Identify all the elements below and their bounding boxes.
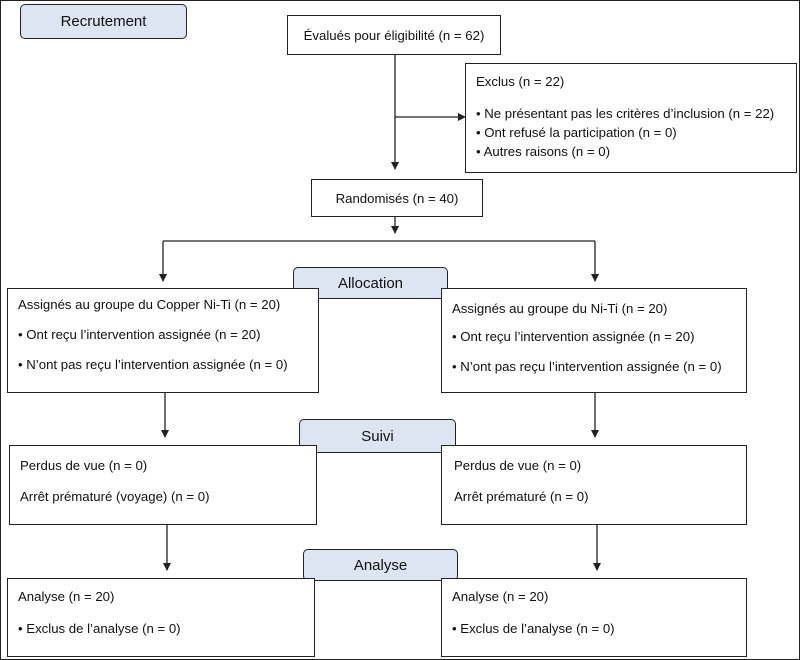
followup-lost: Perdus de vue (n = 0) (20, 458, 148, 473)
stage-allocation-label: Allocation (337, 274, 404, 292)
allocation-not-received: • N’ont pas reçu l’intervention assignée… (452, 359, 722, 374)
followup-box-right: Perdus de vue (n = 0) Arrêt prématuré (n… (441, 445, 747, 525)
randomized-text: Randomisés (n = 40) (335, 190, 459, 206)
followup-box-left: Perdus de vue (n = 0) Arrêt prématuré (v… (9, 445, 317, 525)
excluded-title: Exclus (n = 22) (476, 74, 565, 89)
excluded-box: Exclus (n = 22) • Ne présentant pas les … (465, 63, 797, 173)
analysis-excluded: • Exclus de l’analyse (n = 0) (452, 621, 615, 636)
analysis-box-right: Analyse (n = 20) • Exclus de l’analyse (… (441, 578, 747, 657)
stage-follow-up: Suivi (299, 419, 456, 453)
assessed-box: Évalués pour éligibilité (n = 62) (287, 15, 501, 55)
allocation-box-right: Assignés au groupe du Ni-Ti (n = 20) • O… (441, 288, 747, 393)
excluded-item: • Ont refusé la participation (n = 0) (476, 125, 677, 140)
excluded-item: • Autres raisons (n = 0) (476, 144, 610, 159)
stage-analysis-label: Analyse (353, 556, 408, 574)
followup-discontinued: Arrêt prématuré (voyage) (n = 0) (20, 489, 210, 504)
stage-recruitment: Recrutement (20, 4, 187, 39)
analysis-count: Analyse (n = 20) (18, 589, 115, 604)
analysis-count: Analyse (n = 20) (452, 589, 549, 604)
stage-recruitment-label: Recrutement (60, 13, 147, 30)
randomized-box: Randomisés (n = 40) (311, 179, 483, 217)
allocation-title: Assignés au groupe du Copper Ni-Ti (n = … (18, 297, 281, 312)
stage-follow-up-label: Suivi (361, 427, 394, 445)
allocation-received: • Ont reçu l’intervention assignée (n = … (18, 327, 261, 342)
allocation-not-received: • N’ont pas reçu l’intervention assignée… (18, 357, 288, 372)
excluded-item: • Ne présentant pas les critères d’inclu… (476, 106, 775, 121)
analysis-excluded: • Exclus de l’analyse (n = 0) (18, 621, 181, 636)
followup-discontinued: Arrêt prématuré (n = 0) (454, 489, 589, 504)
allocation-box-left: Assignés au groupe du Copper Ni-Ti (n = … (7, 288, 319, 393)
assessed-text: Évalués pour éligibilité (n = 62) (303, 27, 485, 43)
allocation-title: Assignés au groupe du Ni-Ti (n = 20) (452, 301, 668, 316)
followup-lost: Perdus de vue (n = 0) (454, 458, 582, 473)
stage-allocation: Allocation (293, 267, 448, 299)
allocation-received: • Ont reçu l’intervention assignée (n = … (452, 329, 695, 344)
stage-analysis: Analyse (303, 549, 458, 581)
analysis-box-left: Analyse (n = 20) • Exclus de l’analyse (… (7, 578, 315, 657)
